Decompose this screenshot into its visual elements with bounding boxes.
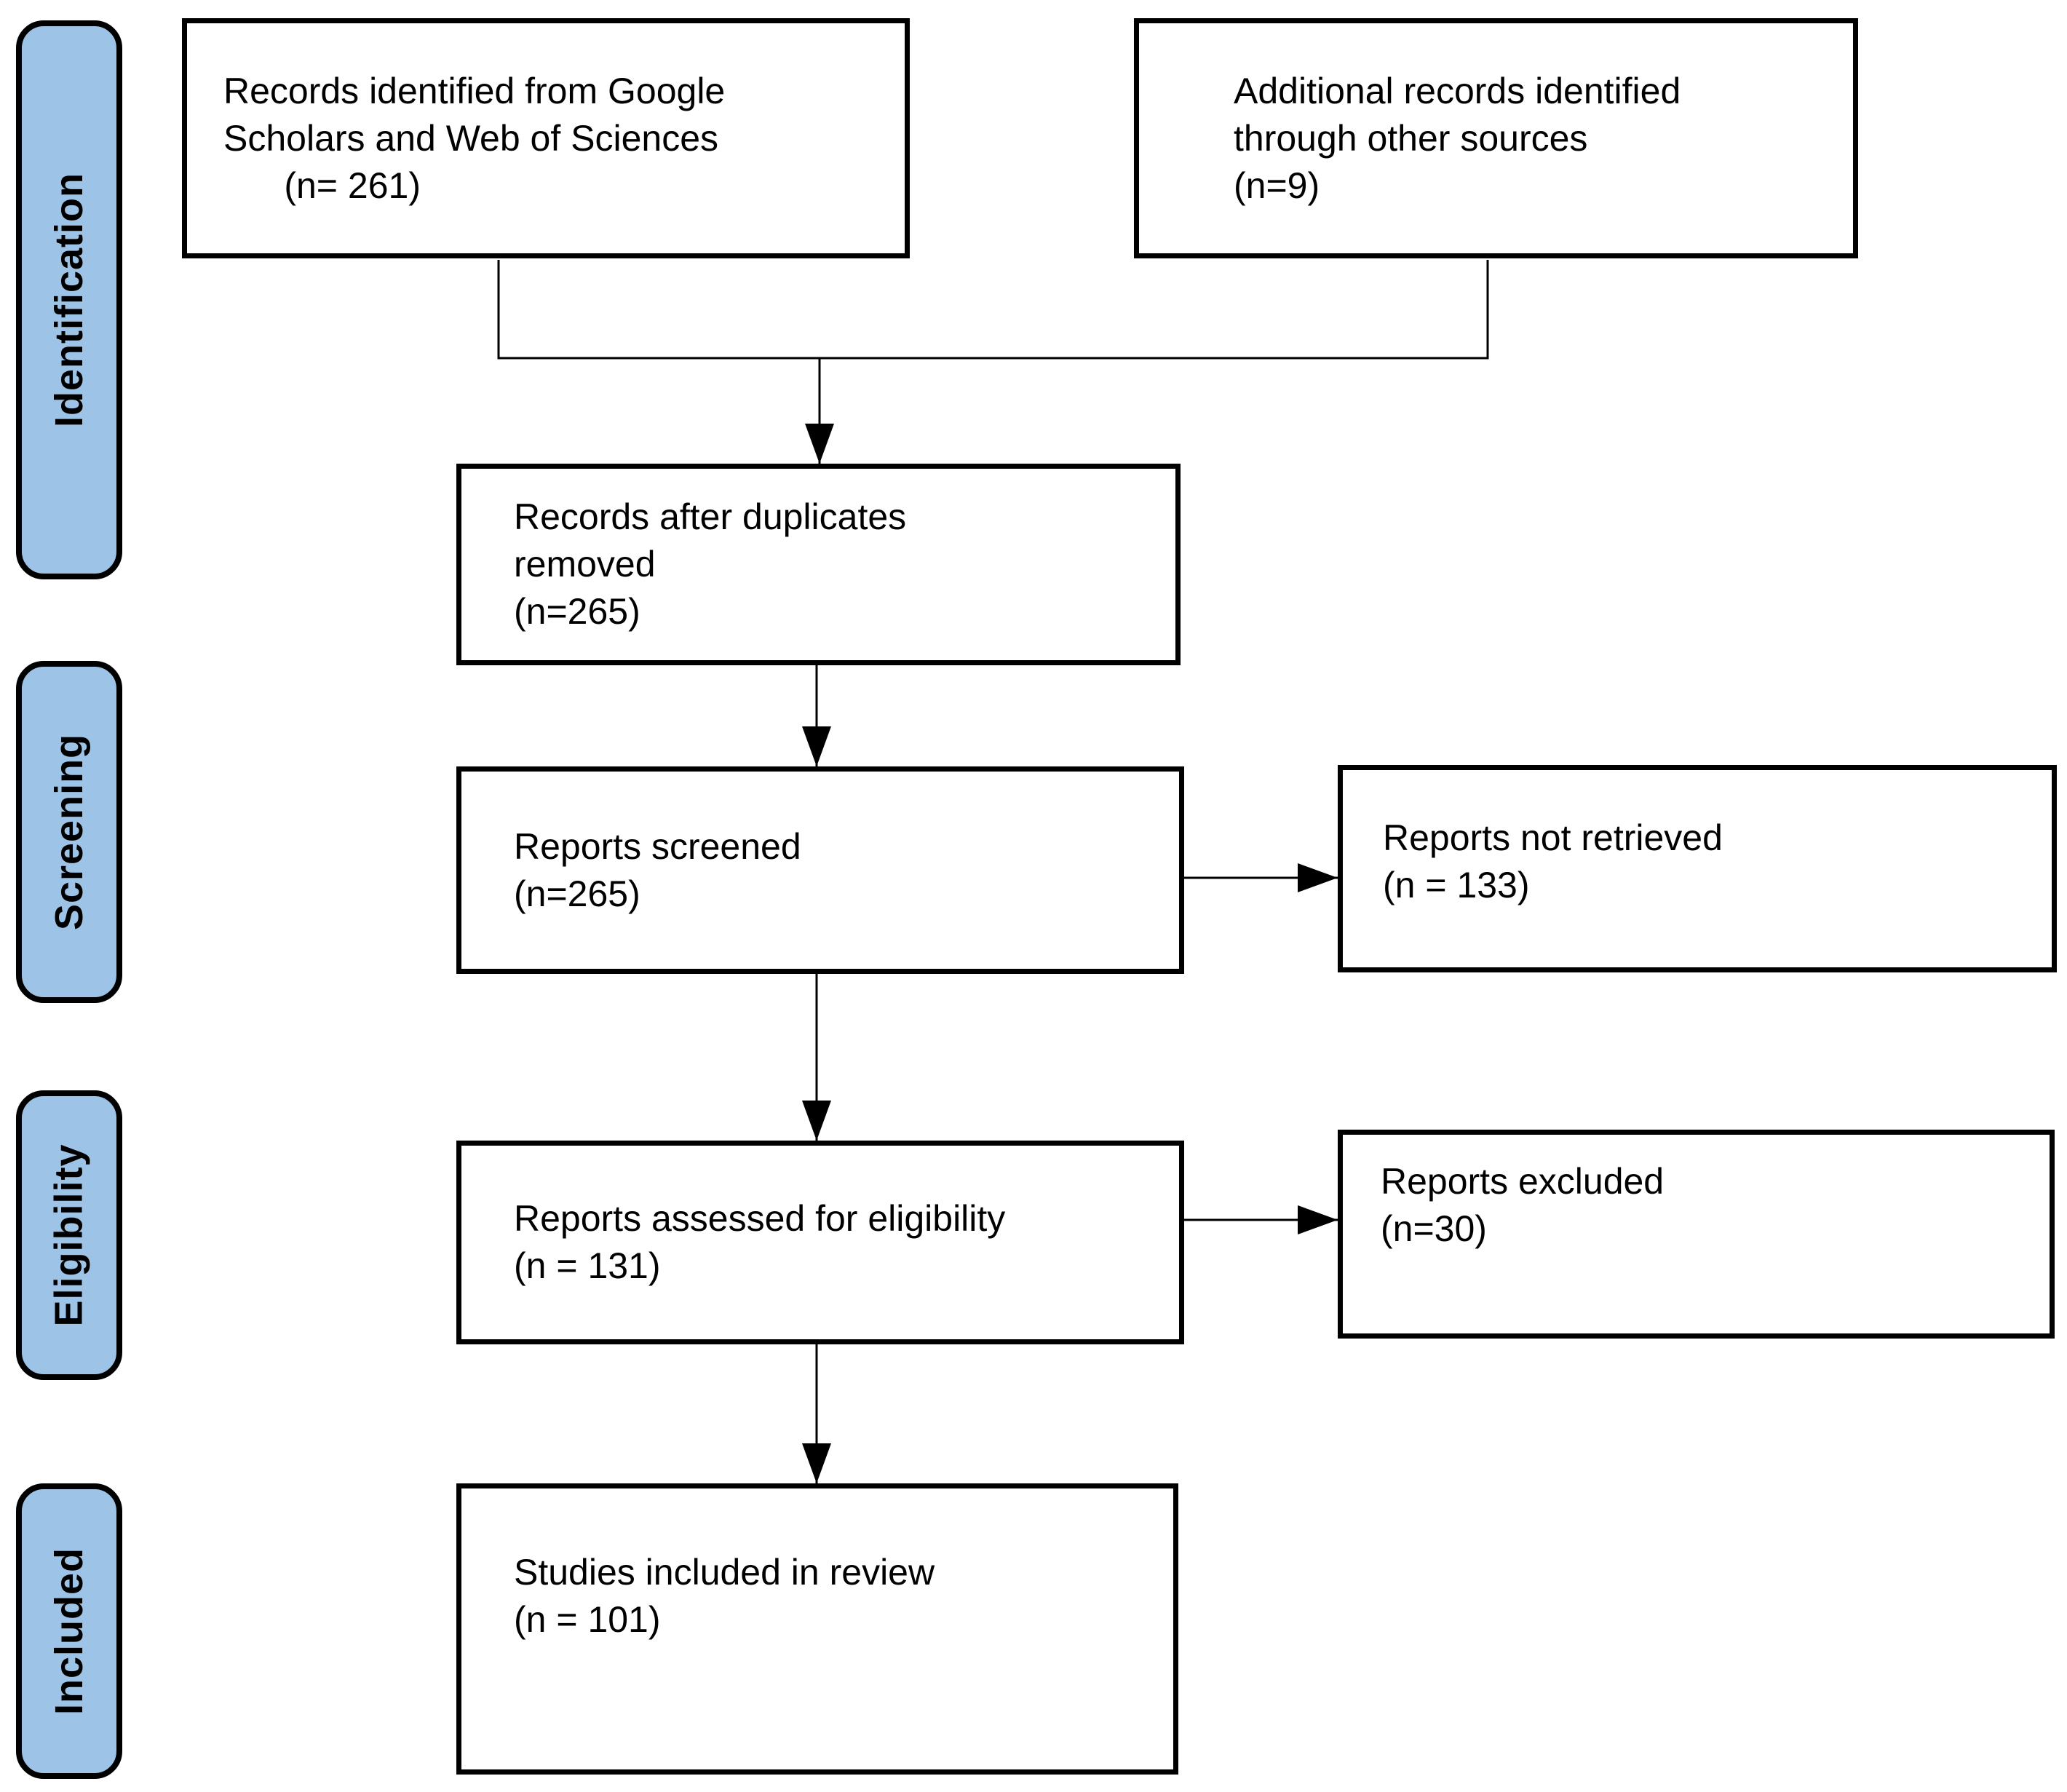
stage-identification-label: Identification bbox=[47, 173, 91, 427]
box-reports-excluded-text: Reports excluded (n=30) bbox=[1381, 1160, 1665, 1249]
box-duplicates-removed: Records after duplicates removed (n=265) bbox=[456, 464, 1181, 665]
box-duplicates-removed-text: Records after duplicates removed (n=265) bbox=[514, 496, 907, 632]
box-reports-not-retrieved: Reports not retrieved (n = 133) bbox=[1338, 765, 2057, 972]
stage-included: Included bbox=[16, 1483, 122, 1779]
stage-included-label: Included bbox=[47, 1547, 92, 1716]
stage-identification: Identification bbox=[16, 20, 122, 579]
stage-screening: Screening bbox=[16, 661, 122, 1003]
box-additional-records-text: Additional records identified through ot… bbox=[1234, 70, 1681, 206]
stage-eligibility: Eligibility bbox=[16, 1090, 122, 1380]
stage-eligibility-label: Eligibility bbox=[47, 1143, 91, 1327]
box-studies-included-text: Studies included in review (n = 101) bbox=[514, 1552, 935, 1640]
stage-screening-label: Screening bbox=[47, 733, 91, 931]
box-reports-screened: Reports screened (n=265) bbox=[456, 766, 1184, 974]
box-records-identified-text: Records identified from Google Scholars … bbox=[223, 70, 726, 206]
box-reports-not-retrieved-text: Reports not retrieved (n = 133) bbox=[1383, 817, 1723, 905]
box-reports-screened-text: Reports screened (n=265) bbox=[514, 825, 801, 914]
box-additional-records: Additional records identified through ot… bbox=[1134, 18, 1858, 258]
box-records-identified: Records identified from Google Scholars … bbox=[182, 18, 910, 258]
box-studies-included: Studies included in review (n = 101) bbox=[456, 1483, 1178, 1775]
box-reports-assessed: Reports assessed for eligibility (n = 13… bbox=[456, 1141, 1184, 1344]
box-reports-excluded: Reports excluded (n=30) bbox=[1338, 1130, 2055, 1339]
box-reports-assessed-text: Reports assessed for eligibility (n = 13… bbox=[514, 1198, 1006, 1286]
